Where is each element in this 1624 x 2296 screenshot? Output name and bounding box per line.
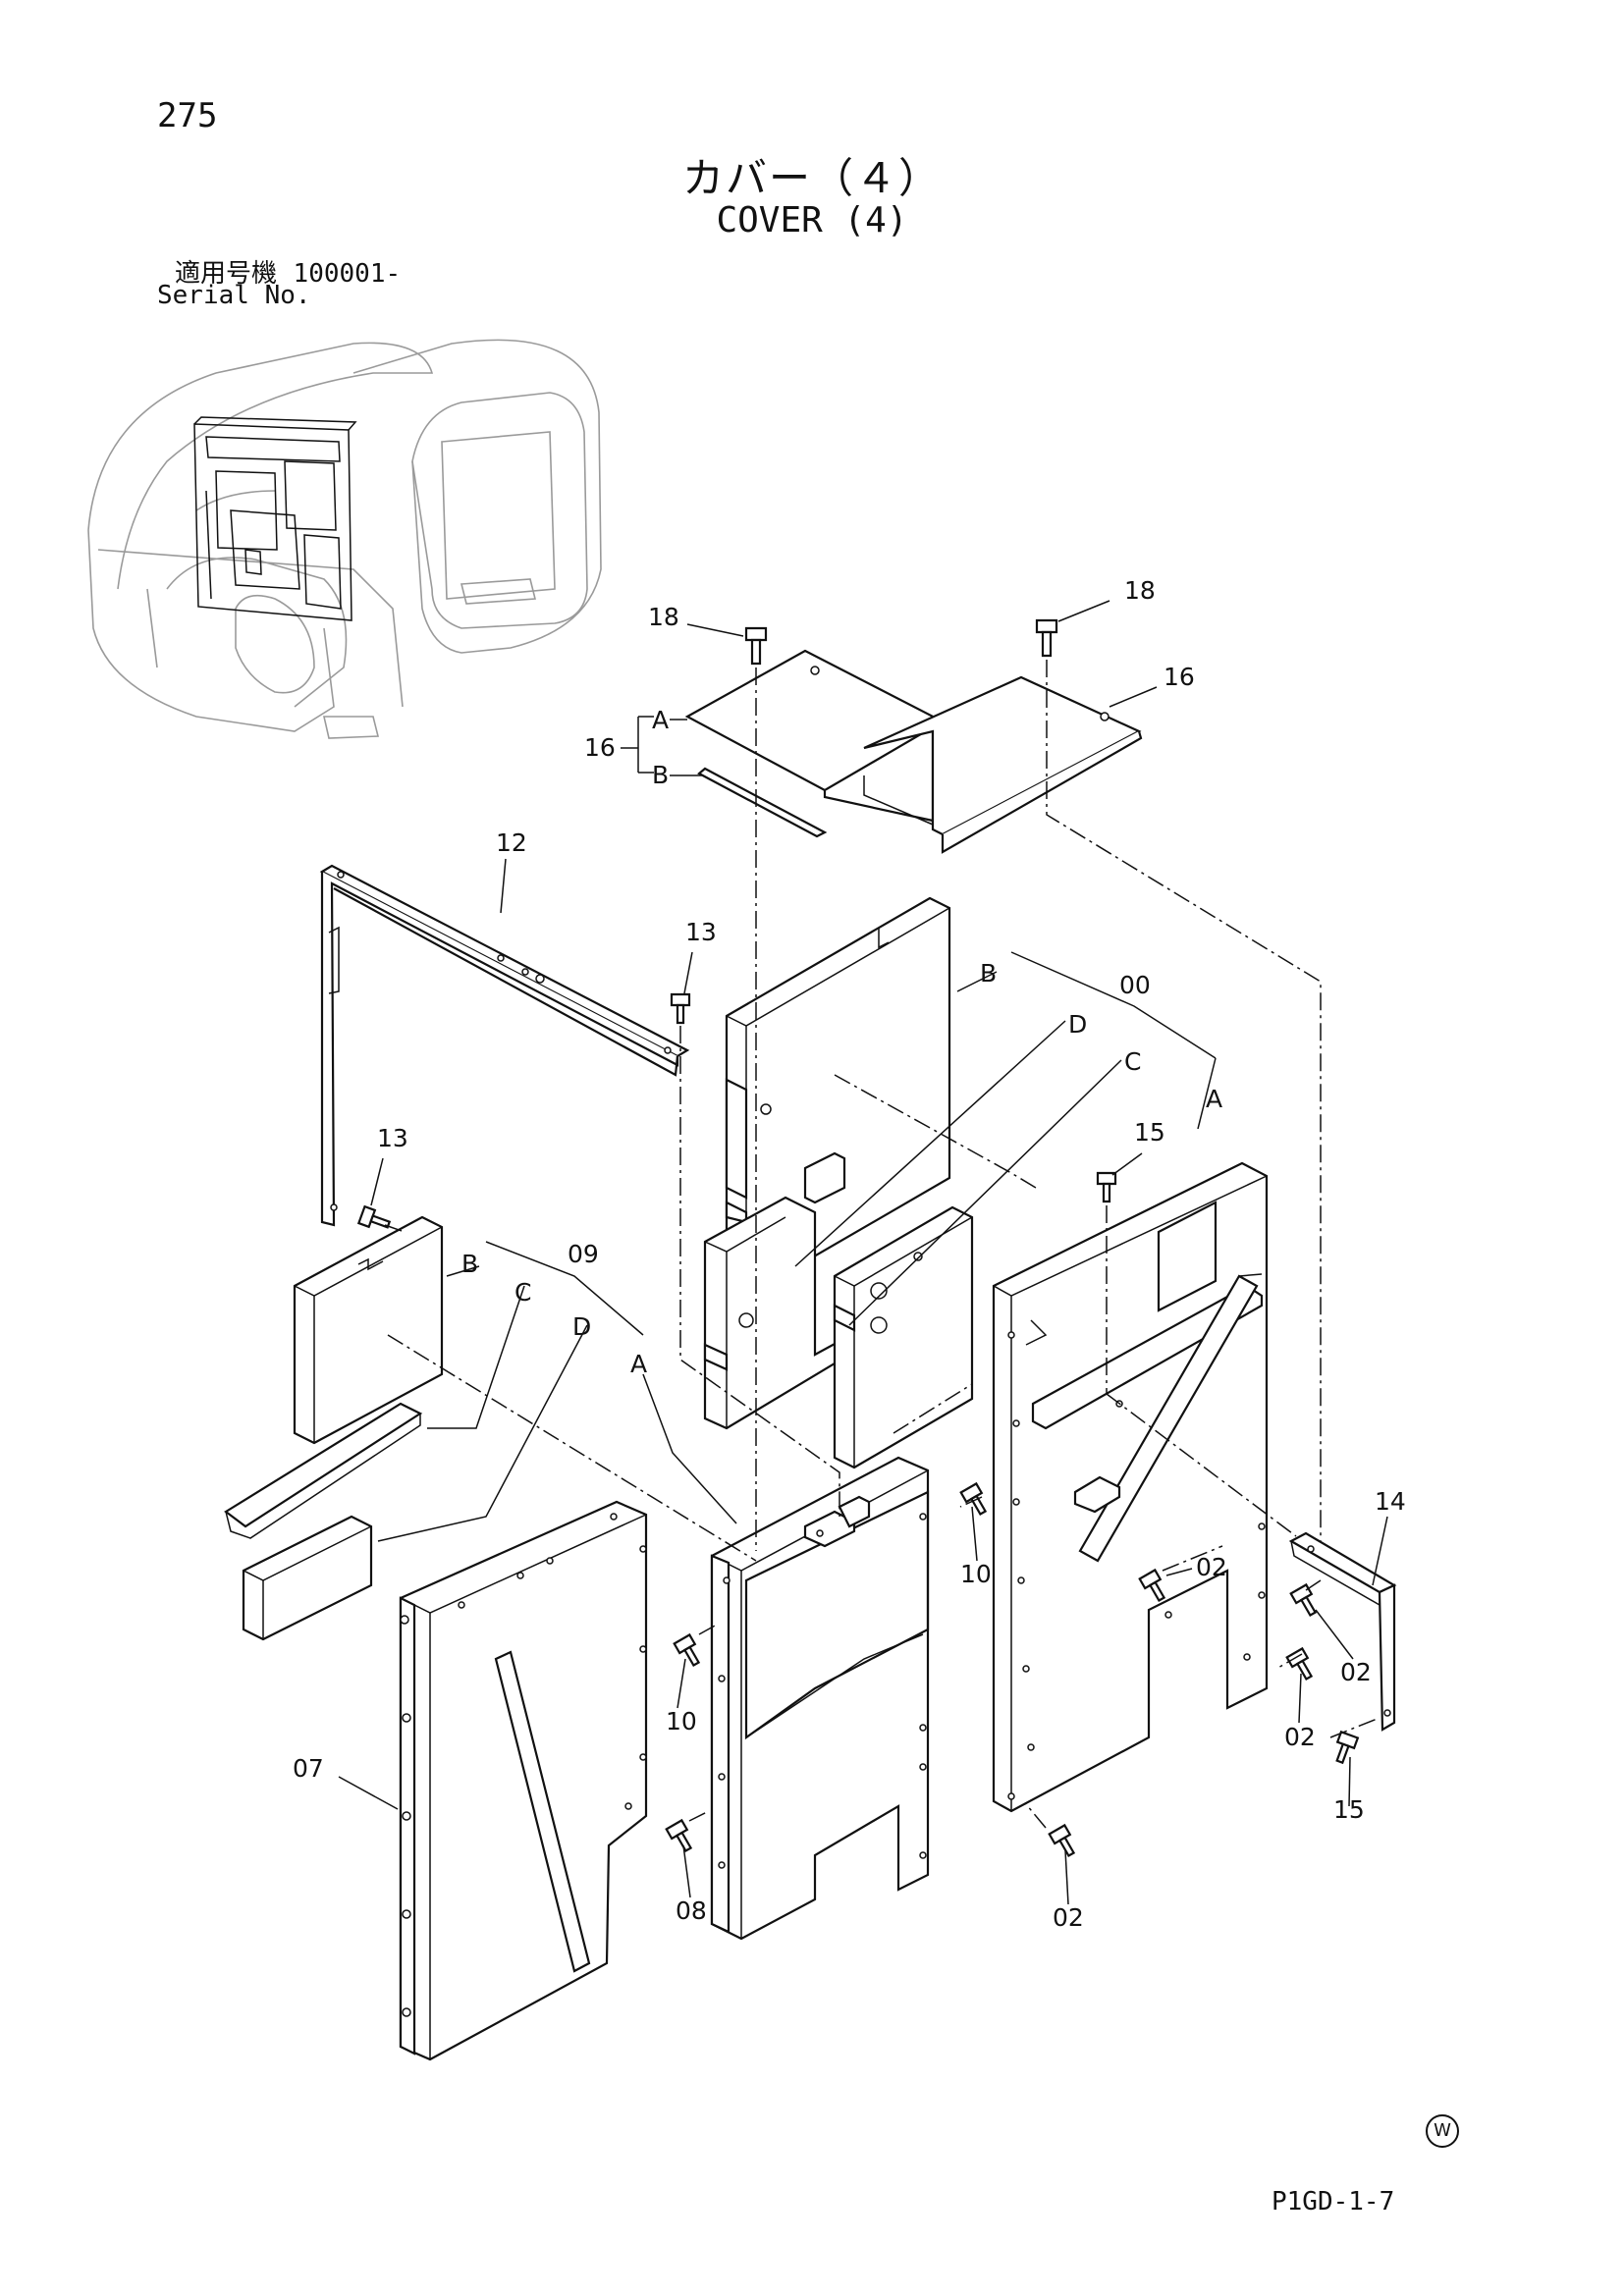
callout-09-C: C xyxy=(514,1278,531,1307)
bolt-13-top xyxy=(670,992,691,1025)
bolt-18-right xyxy=(1035,618,1058,658)
callout-13: 13 xyxy=(377,1124,408,1152)
callout-00: 00 xyxy=(1119,971,1151,999)
callout-16: 16 xyxy=(1164,663,1195,691)
callout-00-C: C xyxy=(1124,1047,1141,1076)
part-12-frame xyxy=(319,864,690,1227)
document-code: P1GD-1-7 xyxy=(1272,2187,1395,2216)
bolt-02-right-lower xyxy=(1285,1646,1314,1682)
callout-16: 16 xyxy=(584,733,616,762)
callout-12: 12 xyxy=(496,828,527,857)
right-large-panel xyxy=(992,1161,1269,1813)
title-japanese: カバー（４） xyxy=(681,154,942,202)
serial-line-japanese: 適用号機 100001- xyxy=(175,253,401,290)
part-09-insulation-pads xyxy=(224,1215,444,1641)
callout-00-B: B xyxy=(980,959,997,988)
leader-lines xyxy=(338,600,1388,1905)
bolt-02-right-upper xyxy=(1289,1582,1318,1618)
center-panel xyxy=(710,1456,930,1941)
bolt-15-top xyxy=(1096,1171,1117,1203)
machine-overview-illustration xyxy=(87,339,602,739)
w-circle-mark: W xyxy=(1426,2114,1459,2148)
callout-labels: 18 18 16 16 A B 12 13 13 00 B D C A 09 B… xyxy=(293,576,1406,1932)
part-14-bracket xyxy=(1288,1531,1397,1732)
callout-18: 18 xyxy=(648,603,679,631)
part-07-side-cover xyxy=(399,1500,648,2061)
callout-18: 18 xyxy=(1124,576,1156,605)
part-00-insulation-set xyxy=(703,896,974,1469)
callout-09: 09 xyxy=(568,1240,599,1268)
callout-15: 15 xyxy=(1333,1795,1365,1824)
bolts xyxy=(356,618,1360,1858)
callout-13: 13 xyxy=(685,918,717,946)
part-16-top-cover xyxy=(684,649,1143,854)
callout-16-B: B xyxy=(652,761,669,789)
callout-14: 14 xyxy=(1375,1487,1406,1516)
callout-09-A: A xyxy=(630,1350,647,1378)
callout-02: 02 xyxy=(1196,1553,1227,1581)
page-number: 275 xyxy=(157,96,218,135)
serial-label-japanese: 適用号機 xyxy=(175,259,278,289)
callout-02: 02 xyxy=(1053,1903,1084,1932)
bolt-02-bottom xyxy=(1048,1823,1076,1858)
serial-value: 100001- xyxy=(293,259,402,289)
callout-09-D: D xyxy=(572,1312,591,1341)
bolt-10-left xyxy=(673,1632,701,1668)
bolt-08 xyxy=(665,1818,693,1853)
callout-15: 15 xyxy=(1134,1118,1165,1147)
callout-00-A: A xyxy=(1206,1085,1222,1113)
alignment-lines xyxy=(384,660,1380,1829)
bolt-18-left xyxy=(744,626,768,666)
bolt-15-bottom xyxy=(1335,1730,1360,1765)
bolt-02-mid xyxy=(1138,1568,1166,1603)
callout-08: 08 xyxy=(676,1896,707,1925)
serial-label-english: Serial No. xyxy=(157,281,311,310)
callout-07: 07 xyxy=(293,1754,324,1783)
callout-00-D: D xyxy=(1068,1010,1087,1039)
callout-10: 10 xyxy=(666,1707,697,1735)
callout-02: 02 xyxy=(1340,1658,1372,1686)
bolt-13-left xyxy=(356,1204,392,1229)
callout-02: 02 xyxy=(1284,1723,1316,1751)
callout-09-B: B xyxy=(461,1250,478,1278)
callout-16-A: A xyxy=(652,706,669,734)
callout-10: 10 xyxy=(960,1560,992,1588)
title-english: COVER (4) xyxy=(716,200,908,240)
